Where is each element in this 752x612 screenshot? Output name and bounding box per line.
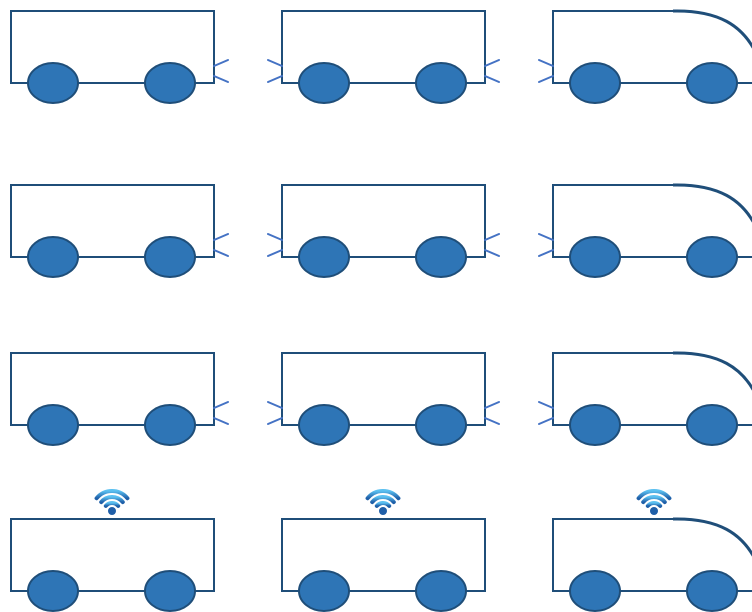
rear-wheel xyxy=(144,404,196,446)
car-body xyxy=(10,518,215,592)
wifi-arc xyxy=(365,489,401,501)
wifi-arc xyxy=(641,495,667,505)
locomotive xyxy=(538,9,752,104)
coupler-left xyxy=(267,233,283,257)
locomotive xyxy=(538,183,752,278)
locomotive-nose xyxy=(672,183,752,223)
front-wheel xyxy=(298,570,350,612)
wifi-dot xyxy=(379,507,387,515)
car-body xyxy=(281,184,486,258)
train-car xyxy=(10,184,229,278)
wifi-arc xyxy=(103,501,121,508)
train-car xyxy=(267,184,500,278)
front-wheel xyxy=(27,570,79,612)
locomotive-body xyxy=(552,10,752,84)
car-body xyxy=(281,352,486,426)
rear-wheel xyxy=(415,404,467,446)
rear-wheel xyxy=(686,236,738,278)
train-car xyxy=(267,352,500,446)
coupler-left xyxy=(267,401,283,425)
wifi-arc xyxy=(370,495,396,505)
rear-wheel xyxy=(144,570,196,612)
rear-wheel xyxy=(686,570,738,612)
locomotive xyxy=(538,351,752,446)
train-car xyxy=(10,10,229,104)
coupler-right xyxy=(484,59,500,83)
wifi-arc xyxy=(374,501,392,508)
rear-wheel xyxy=(415,236,467,278)
coupler-left xyxy=(538,401,554,425)
coupler-left xyxy=(538,233,554,257)
coupler-left xyxy=(267,59,283,83)
coupler-right xyxy=(213,59,229,83)
coupler-right xyxy=(484,233,500,257)
front-wheel xyxy=(27,236,79,278)
row-1 xyxy=(10,9,752,104)
row-2 xyxy=(10,183,752,278)
locomotive xyxy=(552,489,752,612)
locomotive-nose xyxy=(672,517,752,557)
car-body xyxy=(10,352,215,426)
train-car xyxy=(281,489,486,612)
front-wheel xyxy=(27,62,79,104)
wifi-arc xyxy=(636,489,672,501)
car-body xyxy=(10,184,215,258)
wifi-icon xyxy=(365,489,401,515)
rear-wheel xyxy=(415,62,467,104)
coupler-right xyxy=(213,401,229,425)
wifi-icon xyxy=(636,489,672,515)
rear-wheel xyxy=(144,62,196,104)
front-wheel xyxy=(569,404,621,446)
rear-wheel xyxy=(144,236,196,278)
wifi-dot xyxy=(650,507,658,515)
front-wheel xyxy=(298,404,350,446)
front-wheel xyxy=(569,236,621,278)
rear-wheel xyxy=(686,404,738,446)
locomotive-nose xyxy=(672,351,752,391)
front-wheel xyxy=(298,236,350,278)
rear-wheel xyxy=(686,62,738,104)
locomotive-body xyxy=(552,518,752,592)
front-wheel xyxy=(569,570,621,612)
row-3 xyxy=(10,351,752,446)
wifi-icon xyxy=(94,489,130,515)
car-body xyxy=(281,10,486,84)
car-body xyxy=(10,10,215,84)
locomotive-nose xyxy=(672,9,752,49)
locomotive-body xyxy=(552,184,752,258)
train-car xyxy=(10,489,215,612)
front-wheel xyxy=(298,62,350,104)
coupler-right xyxy=(484,401,500,425)
coupler-right xyxy=(213,233,229,257)
front-wheel xyxy=(569,62,621,104)
rear-wheel xyxy=(415,570,467,612)
wifi-arc xyxy=(99,495,125,505)
train-car xyxy=(267,10,500,104)
wifi-arc xyxy=(645,501,663,508)
row-4 xyxy=(10,489,752,612)
train-car xyxy=(10,352,229,446)
wifi-arc xyxy=(94,489,130,501)
car-body xyxy=(281,518,486,592)
front-wheel xyxy=(27,404,79,446)
wifi-dot xyxy=(108,507,116,515)
coupler-left xyxy=(538,59,554,83)
locomotive-body xyxy=(552,352,752,426)
